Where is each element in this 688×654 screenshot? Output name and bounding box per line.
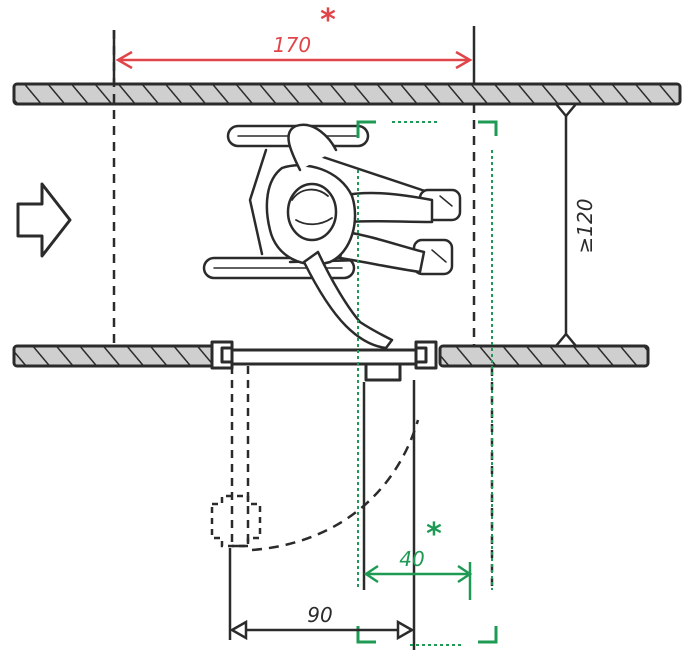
door-width-90-dimension: 90 [229, 603, 415, 641]
door-swing-path [210, 366, 420, 552]
door-width-90-label: 90 [307, 603, 332, 627]
depth-120-dimension [554, 102, 578, 348]
clearance-40-asterisk: * [426, 517, 442, 552]
top-wall [12, 82, 682, 106]
depth-120-label: ≥120 [573, 199, 597, 254]
width-170-asterisk: * [320, 3, 336, 38]
wheelchair-user-icon [202, 123, 462, 350]
green-clearance-zone [356, 120, 498, 646]
opening-lines [228, 368, 494, 650]
door-frame [210, 340, 438, 382]
width-170-label: 170 [273, 33, 311, 57]
direction-arrow-icon [16, 182, 72, 258]
width-170-dimension: 170 * [112, 3, 476, 346]
clearance-40-dimension: 40 * [363, 517, 473, 600]
clearance-40-label: 40 [399, 547, 424, 571]
